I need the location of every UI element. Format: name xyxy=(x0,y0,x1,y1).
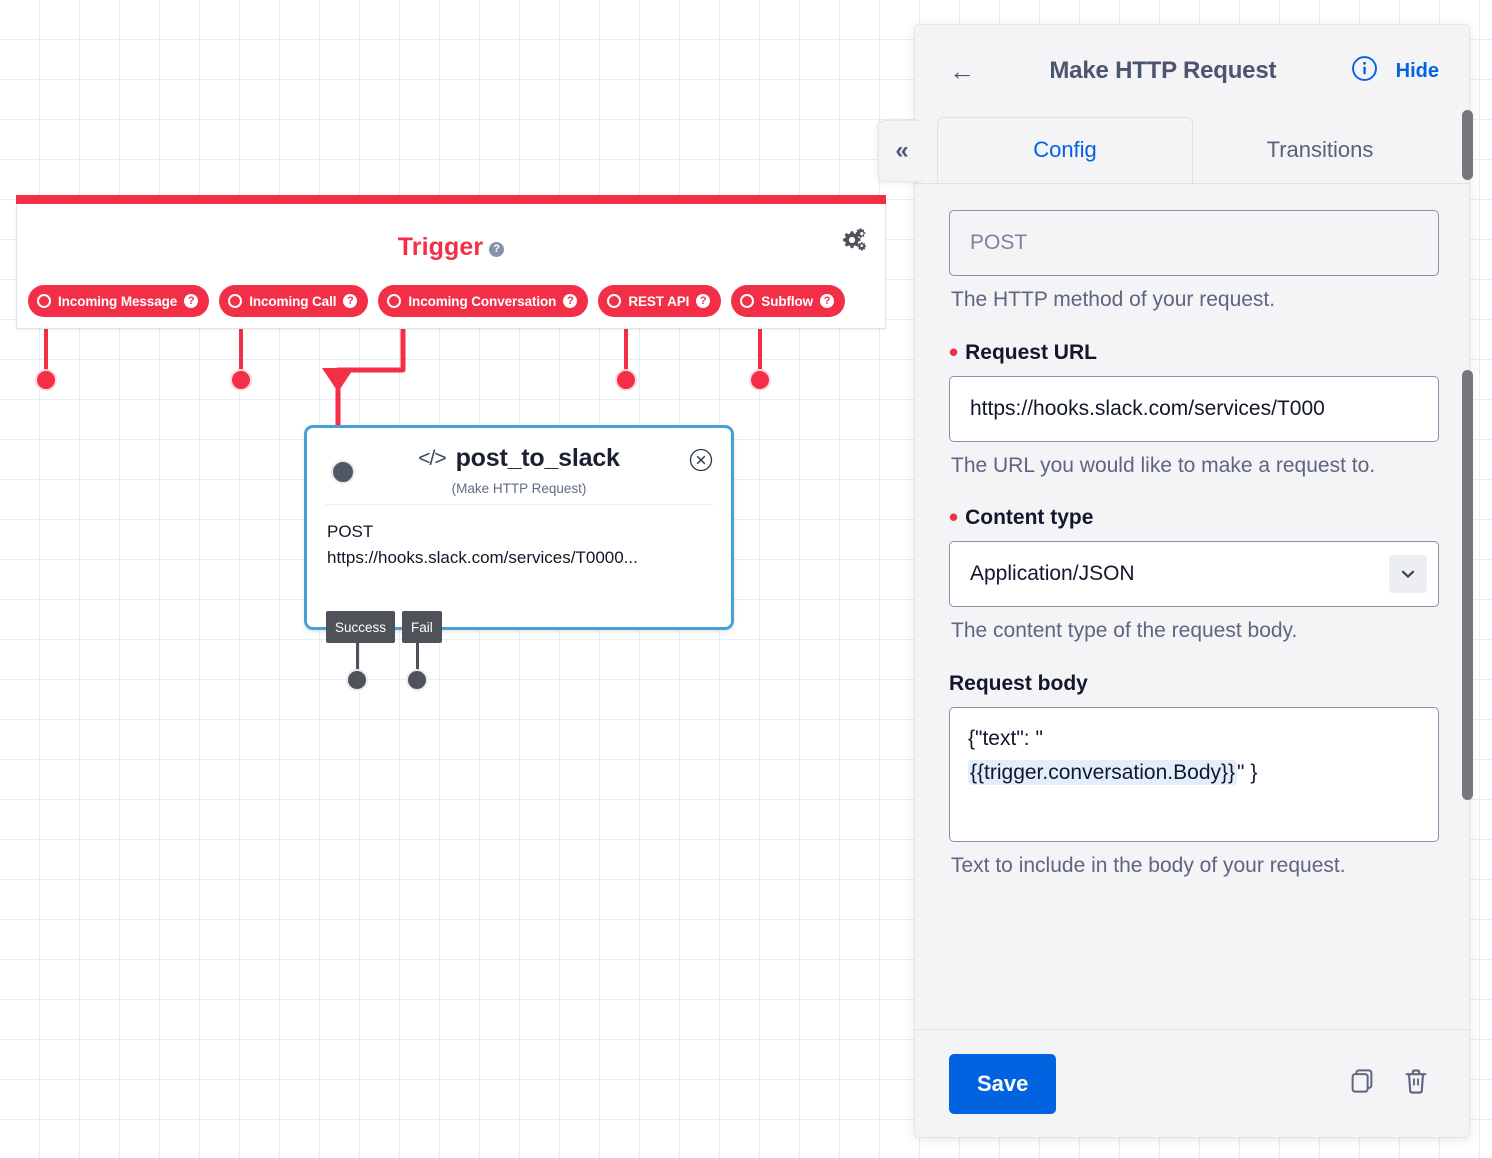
request-url-label: • Request URL xyxy=(949,336,1097,367)
trigger-pill-incoming-conversation[interactable]: Incoming Conversation ? xyxy=(378,285,589,317)
success-output-port[interactable] xyxy=(346,669,368,691)
http-method-help: The HTTP method of your request. xyxy=(951,288,1276,311)
pill-port-icon xyxy=(607,294,622,308)
panel-content-scroll[interactable]: The HTTP method of your request. • Reque… xyxy=(915,184,1469,1029)
pill-label: Incoming Conversation xyxy=(408,293,557,309)
pill-help-icon[interactable]: ? xyxy=(563,294,578,308)
tab-config[interactable]: Config xyxy=(937,117,1193,183)
code-brackets-icon: </> xyxy=(418,446,446,470)
node-summary: POST https://hooks.slack.com/services/T0… xyxy=(307,505,731,572)
request-url-help: The URL you would like to make a request… xyxy=(951,453,1376,477)
request-body-label-text: Request body xyxy=(949,671,1088,695)
hide-button[interactable]: Hide xyxy=(1395,59,1439,82)
panel-outer-scrollbar[interactable] xyxy=(1462,110,1473,180)
save-button[interactable]: Save xyxy=(949,1053,1057,1114)
trigger-output-port-incoming-message[interactable] xyxy=(35,369,57,391)
node-output-success[interactable]: Success xyxy=(326,611,396,643)
node-input-port[interactable] xyxy=(331,460,355,484)
pill-label: REST API xyxy=(628,293,690,309)
panel-header: ← Make HTTP Request Hide xyxy=(915,25,1469,117)
trigger-pill-subflow[interactable]: Subflow ? xyxy=(731,285,846,317)
pill-port-icon xyxy=(228,294,243,308)
info-icon[interactable] xyxy=(1351,55,1378,87)
request-body-help: Text to include in the body of your requ… xyxy=(951,853,1346,877)
node-header: </> post_to_slack (Make HTTP Request) xyxy=(307,428,731,504)
trigger-output-port-incoming-call[interactable] xyxy=(230,369,252,391)
panel-footer: Save xyxy=(915,1029,1469,1137)
gears-icon[interactable] xyxy=(839,226,867,254)
node-config-panel: ← Make HTTP Request Hide Config Transiti… xyxy=(914,24,1470,1138)
trigger-accent-bar xyxy=(16,195,886,204)
fail-connector-stem xyxy=(416,643,419,679)
copy-icon[interactable] xyxy=(1343,1062,1381,1105)
node-divider xyxy=(325,504,713,505)
pill-label: Subflow xyxy=(761,293,814,309)
double-chevron-left-icon: « xyxy=(895,137,908,164)
content-type-label: • Content type xyxy=(949,502,1094,533)
pill-port-icon xyxy=(387,294,402,308)
pill-label: Incoming Message xyxy=(58,293,178,309)
trigger-title-text: Trigger xyxy=(397,233,484,261)
request-body-textarea[interactable]: {"text": " {{trigger.conversation.Body}}… xyxy=(949,706,1439,842)
content-type-select-wrap xyxy=(949,541,1439,608)
back-arrow-icon[interactable]: ← xyxy=(949,56,975,86)
content-type-label-text: Content type xyxy=(965,506,1094,530)
flow-node-post-to-slack[interactable]: </> post_to_slack (Make HTTP Request) PO… xyxy=(304,425,734,630)
close-icon[interactable] xyxy=(689,448,713,472)
trash-icon[interactable] xyxy=(1397,1062,1435,1105)
request-url-input[interactable] xyxy=(949,375,1439,442)
node-method-text: POST xyxy=(327,522,374,541)
success-connector-stem xyxy=(356,643,359,679)
node-output-fail[interactable]: Fail xyxy=(402,611,442,643)
request-url-label-text: Request URL xyxy=(965,340,1097,364)
trigger-pill-incoming-call[interactable]: Incoming Call ? xyxy=(219,285,369,317)
trigger-output-port-subflow[interactable] xyxy=(749,369,771,391)
pill-label: Incoming Call xyxy=(249,293,337,309)
pill-port-icon xyxy=(740,294,755,308)
fail-output-port[interactable] xyxy=(406,669,428,691)
content-type-help: The content type of the request body. xyxy=(951,619,1298,643)
content-type-select[interactable] xyxy=(949,541,1439,608)
trigger-pill-incoming-message[interactable]: Incoming Message ? xyxy=(28,285,210,317)
request-body-prefix: {"text": " xyxy=(968,726,1043,750)
pill-help-icon[interactable]: ? xyxy=(184,294,199,308)
http-method-field[interactable] xyxy=(949,210,1439,276)
trigger-output-port-rest-api[interactable] xyxy=(615,369,637,391)
node-title: post_to_slack xyxy=(455,444,620,472)
pill-help-icon[interactable]: ? xyxy=(820,294,835,308)
request-body-suffix: " } xyxy=(1237,761,1258,785)
trigger-help-icon[interactable]: ? xyxy=(489,242,505,257)
request-body-template-variable: {{trigger.conversation.Body}} xyxy=(968,760,1238,786)
panel-tabs: Config Transitions xyxy=(915,117,1469,184)
trigger-pill-row: Incoming Message ? Incoming Call ? Incom… xyxy=(28,285,846,317)
tab-transitions[interactable]: Transitions xyxy=(1266,137,1374,162)
node-subtitle: (Make HTTP Request) xyxy=(451,481,587,496)
trigger-pill-rest-api[interactable]: REST API ? xyxy=(598,285,722,317)
pill-help-icon[interactable]: ? xyxy=(343,294,358,308)
panel-title: Make HTTP Request xyxy=(1049,57,1277,84)
trigger-title: Trigger? xyxy=(17,233,885,262)
request-body-label: Request body xyxy=(949,672,1439,696)
panel-content-scrollbar[interactable] xyxy=(1462,370,1473,800)
pill-help-icon[interactable]: ? xyxy=(696,294,711,308)
panel-collapse-button[interactable]: « xyxy=(878,120,922,182)
node-url-text: https://hooks.slack.com/services/T0000..… xyxy=(327,548,638,568)
pill-port-icon xyxy=(37,294,51,308)
